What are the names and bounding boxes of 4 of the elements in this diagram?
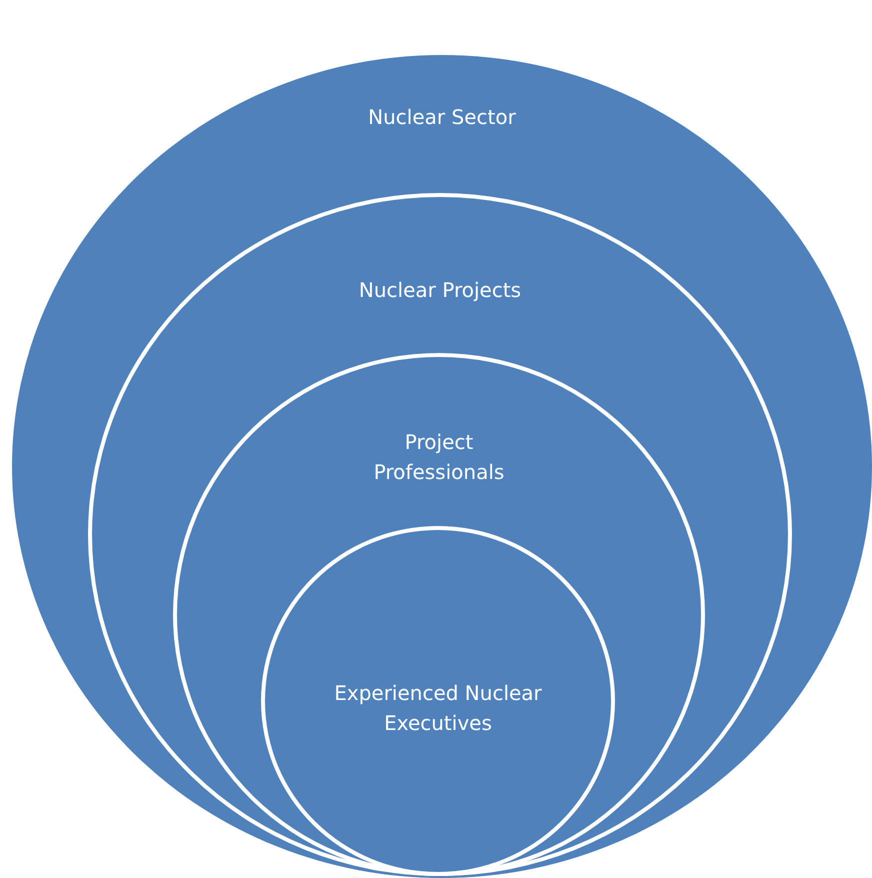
circle-label: Nuclear Projects (358, 277, 522, 304)
circle-label: Nuclear Sector (368, 104, 516, 131)
circle-label: Project Professionals (372, 429, 506, 486)
circle-label: Experienced Nuclear Executives (333, 680, 543, 737)
